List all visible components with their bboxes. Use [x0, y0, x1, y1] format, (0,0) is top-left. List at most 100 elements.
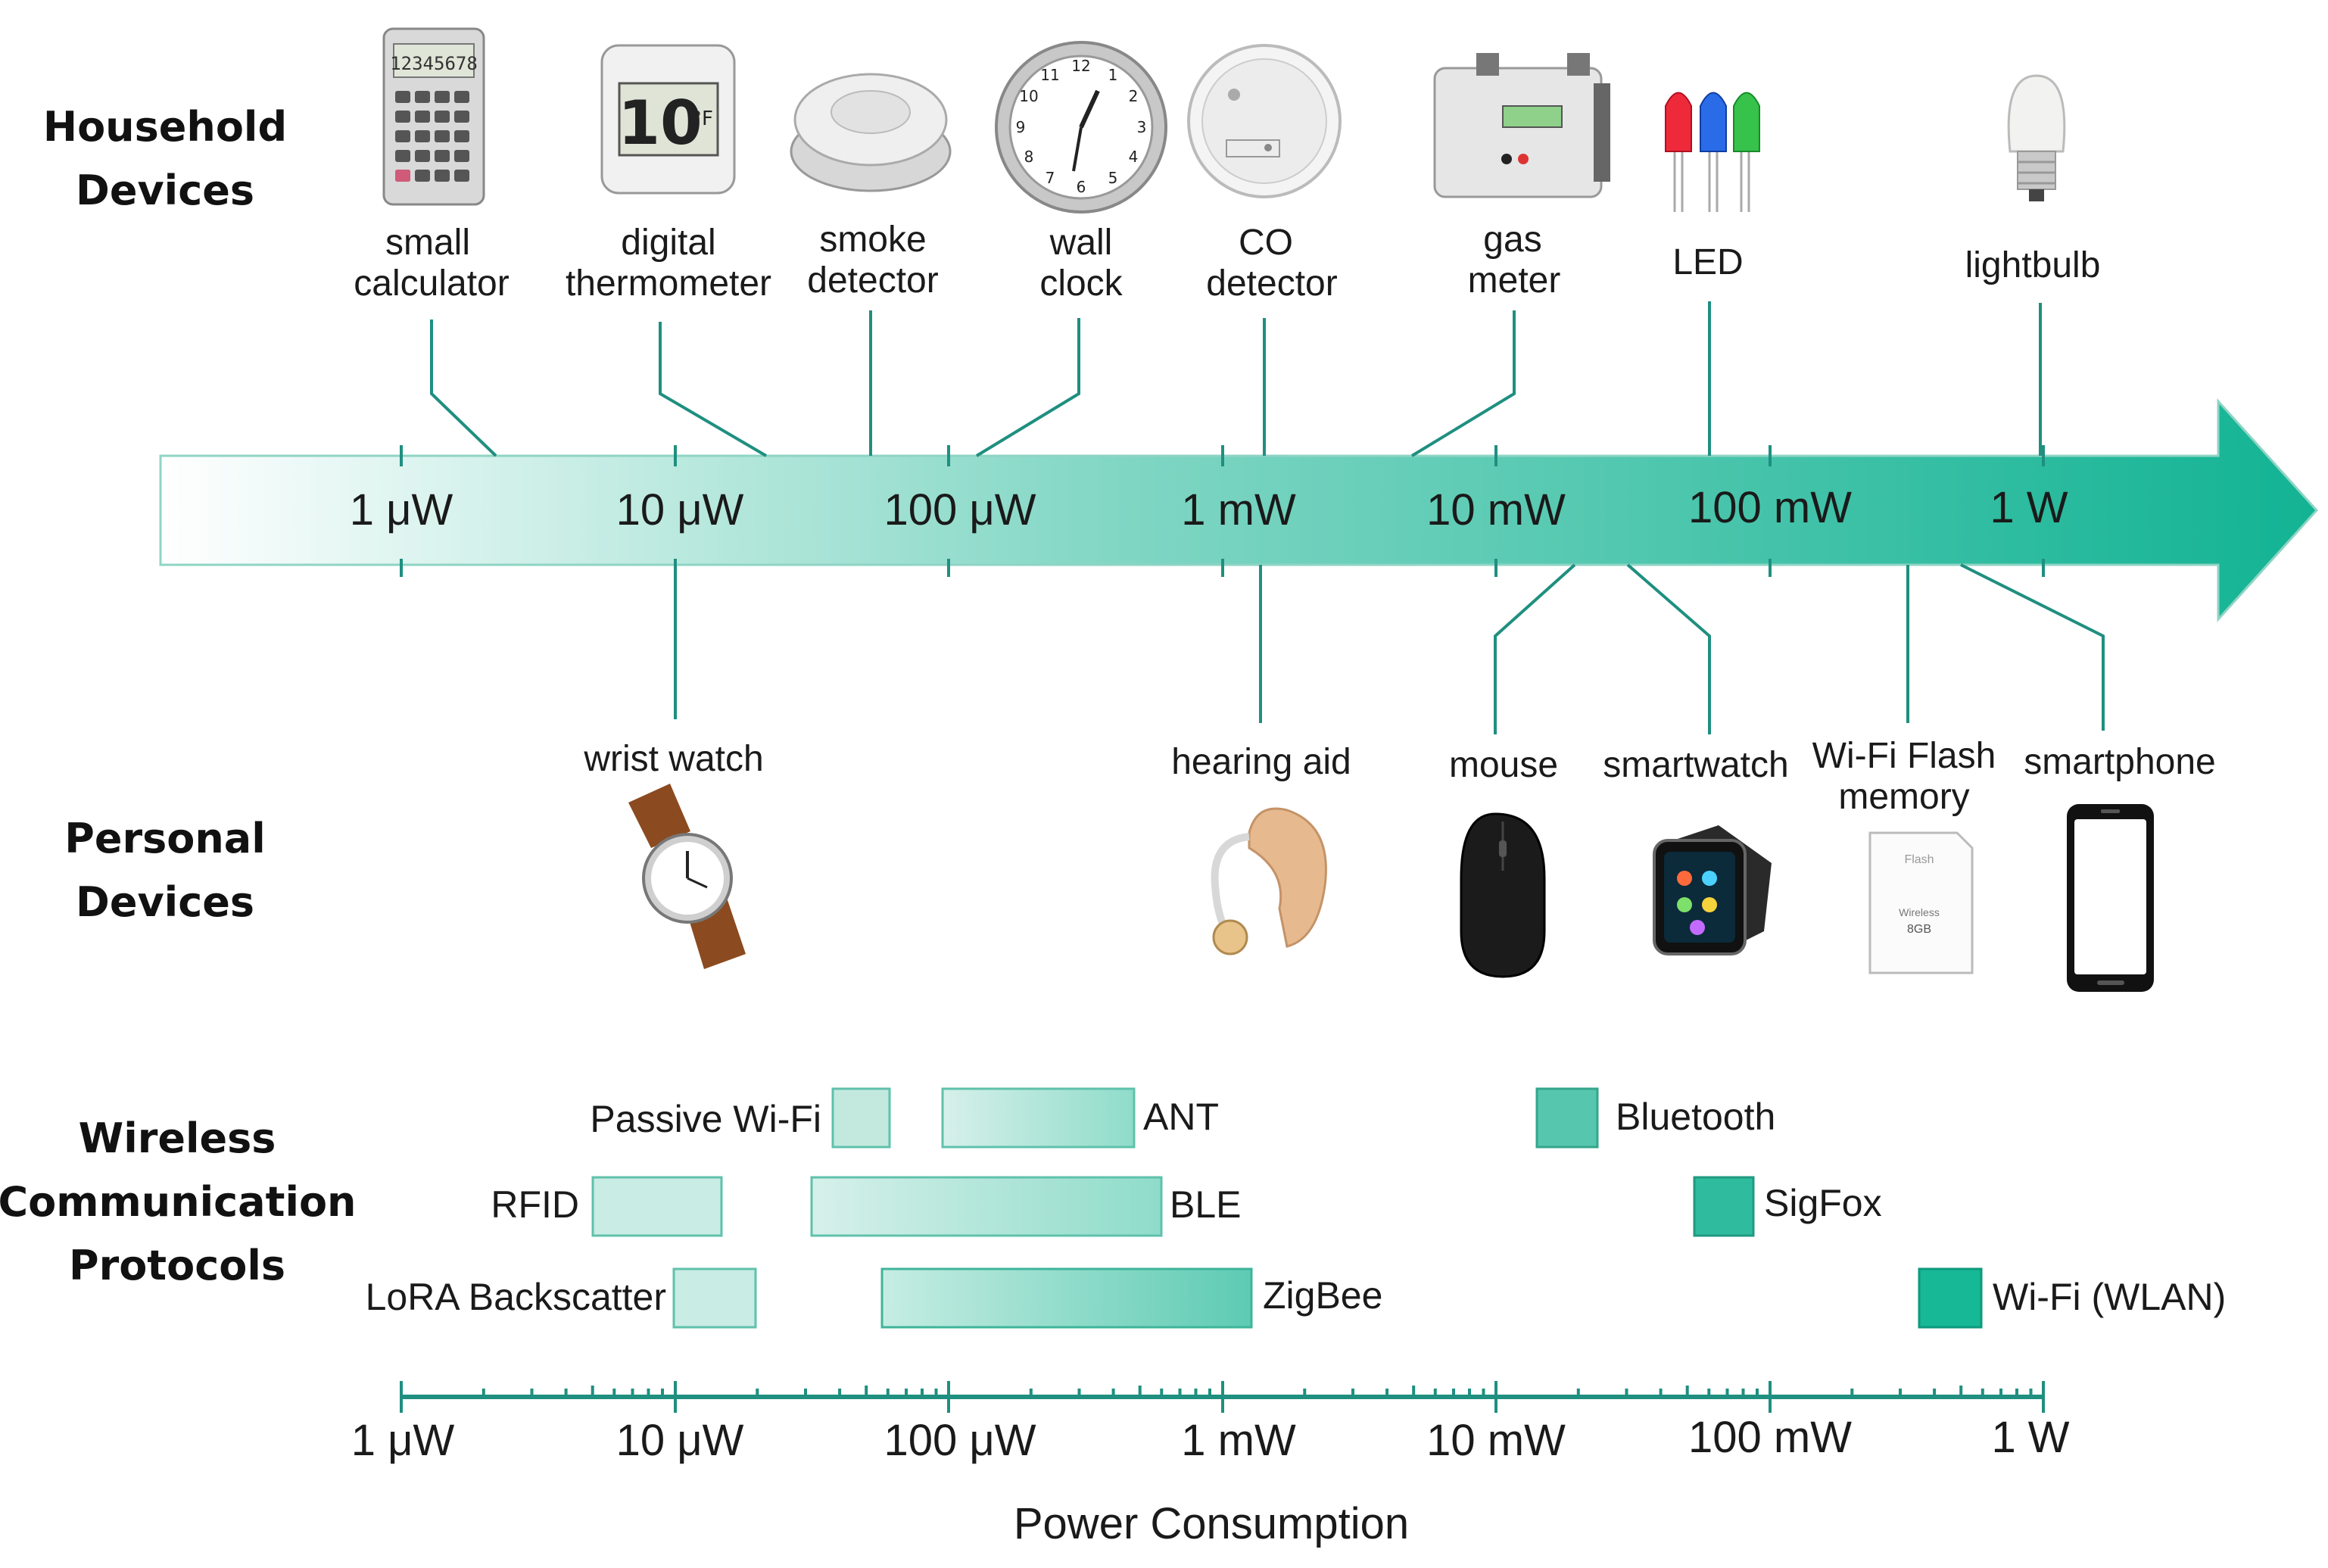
bar-rfid	[591, 1176, 723, 1237]
row-label-household-line2: Devices	[76, 167, 254, 214]
svg-text:11: 11	[1040, 66, 1059, 84]
bar-bluetooth	[1535, 1087, 1599, 1149]
protocol-bars	[591, 1087, 1983, 1329]
bar-sigfox	[1693, 1176, 1755, 1237]
svg-text:smoke: smoke	[819, 220, 926, 260]
svg-text:LED: LED	[1672, 242, 1743, 282]
device-label-led: LED	[1672, 242, 1743, 282]
svg-text:Wireless: Wireless	[1899, 906, 1940, 918]
arrow-tick-label-10mw: 10 mW	[1426, 485, 1566, 535]
personal-connectors	[674, 563, 2105, 734]
svg-text:5: 5	[1108, 169, 1118, 187]
bottom-tick-label-10uw: 10 μW	[616, 1416, 744, 1465]
svg-text:gas: gas	[1483, 220, 1541, 260]
device-label-co-detector: CO detector	[1206, 223, 1337, 304]
svg-text:10: 10	[1019, 87, 1038, 105]
row-label-wireless-line2: Communication	[0, 1178, 356, 1226]
protocol-labels: Passive Wi-Fi ANT Bluetooth RFID BLE Sig…	[366, 1096, 2227, 1318]
svg-text:3: 3	[1137, 118, 1147, 136]
svg-text:7: 7	[1046, 169, 1055, 187]
arrow-tick-label-1mw: 1 mW	[1181, 485, 1296, 535]
row-label-wireless-line3: Protocols	[69, 1242, 285, 1289]
gas-meter-icon	[1433, 53, 1610, 198]
hearing-aid-icon	[1211, 807, 1327, 955]
device-label-digital-thermometer: digital thermometer	[566, 223, 771, 304]
protocol-label-lora-backscatter: LoRA Backscatter	[366, 1276, 666, 1318]
bar-lora-backscatter	[672, 1267, 757, 1329]
bar-passive-wifi	[831, 1087, 891, 1149]
personal-device-labels: wrist watch hearing aid mouse smartwatch…	[583, 736, 2215, 817]
bottom-tick-label-1w: 1 W	[1991, 1413, 2069, 1462]
arrow-axis-labels: 1 μW 10 μW 100 μW 1 mW 10 mW 100 mW 1 W	[350, 483, 2068, 535]
smartphone-icon	[2067, 804, 2154, 992]
svg-text:12345678: 12345678	[390, 53, 478, 74]
co-detector-icon	[1187, 44, 1342, 198]
bottom-tick-label-100uw: 100 μW	[884, 1416, 1036, 1465]
device-label-smoke-detector: smoke detector	[807, 220, 938, 301]
arrow-tick-label-100uw: 100 μW	[884, 485, 1036, 535]
svg-text:8GB: 8GB	[1907, 923, 1931, 936]
bottom-tick-label-1mw: 1 mW	[1181, 1416, 1296, 1465]
protocol-label-zigbee: ZigBee	[1263, 1274, 1382, 1317]
svg-text:10: 10	[618, 88, 702, 158]
svg-text:meter: meter	[1468, 260, 1561, 301]
device-label-smartwatch: smartwatch	[1603, 745, 1788, 785]
svg-text:8: 8	[1024, 148, 1034, 166]
smartwatch-icon	[1653, 825, 1772, 955]
bottom-tick-label-10mw: 10 mW	[1426, 1416, 1566, 1465]
wrist-watch-icon	[628, 784, 746, 969]
row-label-personal-line1: Personal	[64, 815, 265, 862]
svg-text:detector: detector	[1206, 263, 1337, 304]
svg-text:digital: digital	[621, 223, 715, 263]
row-label-household: Household Devices	[43, 103, 287, 214]
bottom-tick-label-100mw: 100 mW	[1688, 1413, 1852, 1462]
arrow-ticks	[400, 445, 2045, 577]
svg-text:small: small	[385, 223, 470, 263]
svg-text:calculator: calculator	[354, 263, 509, 304]
device-label-small-calculator: small calculator	[354, 223, 509, 304]
svg-text:lightbulb: lightbulb	[1965, 245, 2101, 285]
svg-text:wall: wall	[1049, 223, 1113, 263]
svg-text:thermometer: thermometer	[566, 263, 771, 304]
row-label-wireless: Wireless Communication Protocols	[0, 1114, 356, 1289]
device-label-hearing-aid: hearing aid	[1171, 742, 1351, 782]
bar-ant	[941, 1087, 1136, 1149]
scale-arrow	[159, 398, 2319, 622]
device-label-wifi-flash-memory: Wi-Fi Flash memory	[1812, 736, 1996, 817]
protocol-label-ant: ANT	[1143, 1096, 1219, 1138]
bar-zigbee	[880, 1267, 1253, 1329]
arrow-tick-label-100mw: 100 mW	[1688, 483, 1852, 532]
arrow-tick-label-1w: 1 W	[1990, 483, 2068, 532]
row-label-personal: Personal Devices	[64, 815, 265, 926]
svg-text:9: 9	[1016, 118, 1026, 136]
svg-text:2: 2	[1129, 87, 1139, 105]
bottom-axis-major-ticks	[400, 1381, 2045, 1413]
bottom-axis: 1 μW 10 μW 100 μW 1 mW 10 mW 100 mW 1 W …	[351, 1381, 2070, 1548]
row-label-personal-line2: Devices	[76, 878, 254, 926]
device-label-gas-meter: gas meter	[1468, 220, 1561, 301]
svg-text:6: 6	[1077, 178, 1086, 196]
bar-wifi-wlan	[1918, 1267, 1983, 1329]
protocol-label-rfid: RFID	[491, 1183, 579, 1226]
row-label-wireless-line1: Wireless	[79, 1114, 276, 1162]
led-icon	[1665, 92, 1760, 212]
sd-card-icon: Flash Wireless 8GB	[1868, 831, 1974, 974]
smoke-detector-icon	[790, 73, 952, 192]
bar-ble	[810, 1176, 1163, 1237]
bottom-axis-minor-ticks	[481, 1386, 2033, 1397]
svg-text:12: 12	[1071, 57, 1090, 75]
svg-text:°F: °F	[692, 108, 713, 130]
lightbulb-icon	[2007, 74, 2066, 201]
arrow-tick-label-10uw: 10 μW	[616, 485, 744, 535]
protocol-label-passive-wifi: Passive Wi-Fi	[590, 1098, 821, 1140]
protocol-label-sigfox: SigFox	[1764, 1182, 1882, 1224]
svg-text:Wi-Fi Flash: Wi-Fi Flash	[1812, 736, 1996, 776]
device-label-mouse: mouse	[1449, 745, 1558, 785]
device-label-smartphone: smartphone	[2024, 742, 2215, 782]
protocol-label-wifi-wlan: Wi-Fi (WLAN)	[1993, 1276, 2226, 1318]
household-device-labels: small calculator digital thermometer smo…	[354, 220, 2100, 304]
svg-text:clock: clock	[1039, 263, 1123, 304]
svg-text:4: 4	[1129, 148, 1139, 166]
